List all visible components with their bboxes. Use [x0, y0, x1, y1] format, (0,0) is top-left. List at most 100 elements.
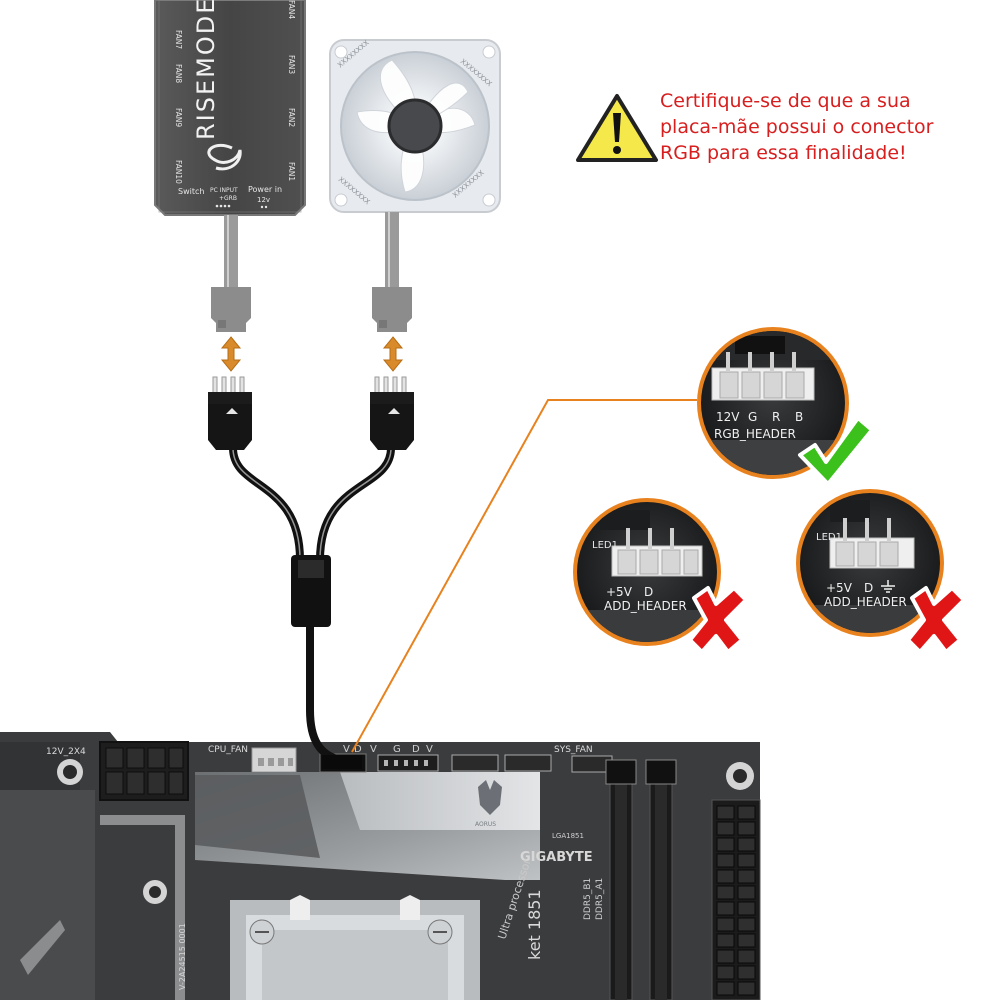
- fan-hub: FAN7 FAN8 FAN9 FAN10 FAN4 FAN3 FAN2 FAN1…: [154, 0, 306, 216]
- atx-24pin-slot: [737, 837, 756, 852]
- atx-24pin-slot: [737, 853, 756, 868]
- atx-label: 12V_2X4: [46, 747, 86, 757]
- svg-text:V: V: [343, 744, 350, 755]
- cpu-socket: [230, 895, 480, 1000]
- dimm-a-label: DDR5_A1: [595, 878, 605, 920]
- fan-rgb-connector: [372, 287, 412, 332]
- hub-right-ports: FAN4 FAN3 FAN2 FAN1: [287, 0, 296, 181]
- cross-icon: [906, 586, 966, 654]
- svg-text:FAN1: FAN1: [287, 162, 296, 181]
- svg-text:D: D: [412, 744, 420, 755]
- atx-24pin-slot: [737, 821, 756, 836]
- svg-text:FAN9: FAN9: [174, 108, 183, 127]
- atx-24pin-slot: [737, 917, 756, 932]
- svg-text:AORUS: AORUS: [475, 821, 496, 828]
- atx-24pin-slot: [737, 901, 756, 916]
- warning-message: Certifique-se de que a sua placa-mãe pos…: [660, 88, 980, 166]
- good-header-pin-labels: 12V G R B: [716, 410, 803, 424]
- bad1-header-name: ADD_HEADER: [604, 599, 687, 613]
- hub-brand: RISEMODE: [192, 0, 220, 140]
- warning-line-1: Certifique-se de que a sua: [660, 90, 911, 112]
- header-photo-good: 12V G R B RGB_HEADER: [697, 327, 849, 479]
- svg-text:D: D: [354, 744, 362, 755]
- splitter-plug-left: [208, 376, 252, 450]
- svg-text:FAN7: FAN7: [174, 30, 183, 49]
- svg-text:G: G: [748, 410, 757, 424]
- good-header-name: RGB_HEADER: [714, 427, 796, 441]
- bad2-header-name: ADD_HEADER: [824, 595, 907, 609]
- warning-line-3: RGB para essa finalidade!: [660, 142, 907, 164]
- bad2-pin-labels: +5V D: [826, 581, 873, 595]
- svg-text:FAN8: FAN8: [174, 64, 183, 83]
- atx-24pin-slot: [716, 837, 735, 852]
- connect-arrow-icon: [382, 336, 404, 372]
- splitter-plug-right: [370, 376, 414, 450]
- hub-switch-label: Switch: [178, 187, 204, 196]
- svg-text:+5V: +5V: [606, 585, 633, 599]
- hub-rgb-connector: [211, 287, 251, 332]
- connect-arrow-icon: [220, 336, 242, 372]
- warning-icon: [576, 94, 658, 162]
- serial-label: V-2A24515 0001: [178, 923, 187, 990]
- atx-24pin-slot: [737, 933, 756, 948]
- atx-24pin-slot: [716, 949, 735, 964]
- bad2-side-label: LED1: [816, 532, 842, 543]
- header-photo-bad-2: LED1 +5V D ADD_HEADER: [796, 489, 944, 637]
- atx-24pin-slot: [716, 933, 735, 948]
- svg-text:12V: 12V: [716, 410, 740, 424]
- svg-text:G: G: [393, 744, 401, 755]
- brand-label: GIGABYTE: [520, 850, 593, 865]
- check-icon: [798, 416, 874, 486]
- atx-24pin-slot: [737, 869, 756, 884]
- svg-text:D: D: [644, 585, 653, 599]
- svg-text:+5V: +5V: [826, 581, 853, 595]
- atx-24pin-slot: [716, 869, 735, 884]
- atx-24pin-slot: [737, 949, 756, 964]
- atx-24pin-slot: [737, 885, 756, 900]
- sys-fan-label: SYS_FAN: [554, 745, 593, 755]
- atx-24pin-slot: [716, 885, 735, 900]
- atx-24pin-slot: [737, 965, 756, 980]
- atx-24pin-slot: [716, 981, 735, 996]
- bad1-side-label: LED1: [592, 540, 618, 551]
- atx-24pin-slot: [716, 917, 735, 932]
- svg-text:V: V: [426, 744, 433, 755]
- atx-24pin-slot: [716, 821, 735, 836]
- atx-24pin-slot: [716, 805, 735, 820]
- dimm-slots: [605, 759, 677, 1001]
- hub-power-label: Power in: [248, 185, 282, 194]
- hub-logo-icon: [207, 143, 242, 171]
- svg-text:B: B: [795, 410, 803, 424]
- hub-pc-input-sub: +GRB: [219, 195, 237, 202]
- motherboard: 12V_2X4 CPU_FAN AORUS V D V G D V: [0, 732, 761, 1001]
- ground-icon: [881, 580, 895, 593]
- svg-text:FAN3: FAN3: [287, 55, 296, 74]
- cross-icon: [688, 586, 748, 654]
- hub-power-sub: 12v: [257, 196, 270, 204]
- atx-24pin-slot: [737, 805, 756, 820]
- bad1-pin-labels: +5V D: [606, 585, 653, 599]
- svg-text:FAN4: FAN4: [287, 0, 296, 19]
- hub-pc-input-label: PC INPUT: [210, 187, 238, 194]
- atx-24pin-slot: [716, 965, 735, 980]
- heatsink-logo: AORUS: [475, 780, 502, 828]
- svg-text:V: V: [370, 744, 377, 755]
- socket-chip-label: LGA1851: [552, 832, 584, 840]
- header-photo-bad-1: LED1 +5V D ADD_HEADER: [573, 498, 721, 646]
- svg-text:D: D: [864, 581, 873, 595]
- board-rgb-pin-labels: V D V G D V: [343, 744, 433, 755]
- hub-left-ports: FAN7 FAN8 FAN9 FAN10: [174, 30, 183, 184]
- warning-line-2: placa-mãe possui o conector: [660, 116, 934, 138]
- atx-24pin-slot: [737, 981, 756, 996]
- fan-hub-cap: [387, 98, 443, 154]
- svg-text:FAN2: FAN2: [287, 108, 296, 127]
- atx-24pin-slot: [716, 901, 735, 916]
- svg-text:R: R: [772, 410, 780, 424]
- rgb-fan: XXXXXXXX XXXXXXXX XXXXXXXX XXXXXXXX: [329, 39, 501, 213]
- pointer-line: [351, 399, 697, 753]
- dimm-b-label: DDR5_B1: [583, 878, 593, 920]
- atx-24pin-slot: [716, 853, 735, 868]
- socket-text: ket 1851: [525, 889, 544, 960]
- svg-text:FAN10: FAN10: [174, 160, 183, 184]
